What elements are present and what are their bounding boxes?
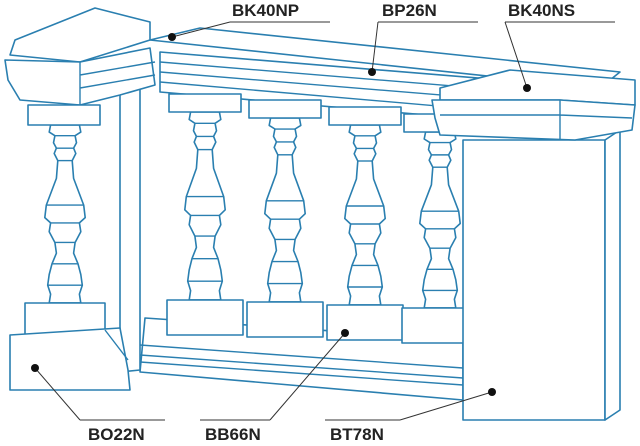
baluster-plinth [246, 301, 324, 338]
baluster-row [44, 93, 479, 344]
left-pier-post [119, 79, 141, 373]
baluster-cap-block [248, 99, 322, 119]
left-pedestal [9, 302, 131, 391]
left-pier-cap [4, 7, 156, 126]
baluster-cap-block [328, 106, 402, 126]
label-bo22n: BO22N [88, 425, 145, 444]
label-bb66n: BB66N [205, 425, 261, 444]
label-bk40ns: BK40NS [508, 1, 575, 20]
baluster [44, 124, 86, 304]
baluster-plinth [166, 299, 244, 336]
baluster [184, 111, 226, 301]
baluster [264, 117, 306, 303]
baluster-cap-block [168, 93, 242, 113]
label-bk40np: BK40NP [232, 1, 299, 20]
label-bp26n: BP26N [382, 1, 437, 20]
leader-lines [31, 21, 615, 421]
right-pier [431, 69, 636, 421]
baluster [419, 131, 461, 309]
label-bt78n: BT78N [330, 425, 384, 444]
baluster-plinth [326, 304, 404, 341]
baluster [344, 124, 386, 306]
